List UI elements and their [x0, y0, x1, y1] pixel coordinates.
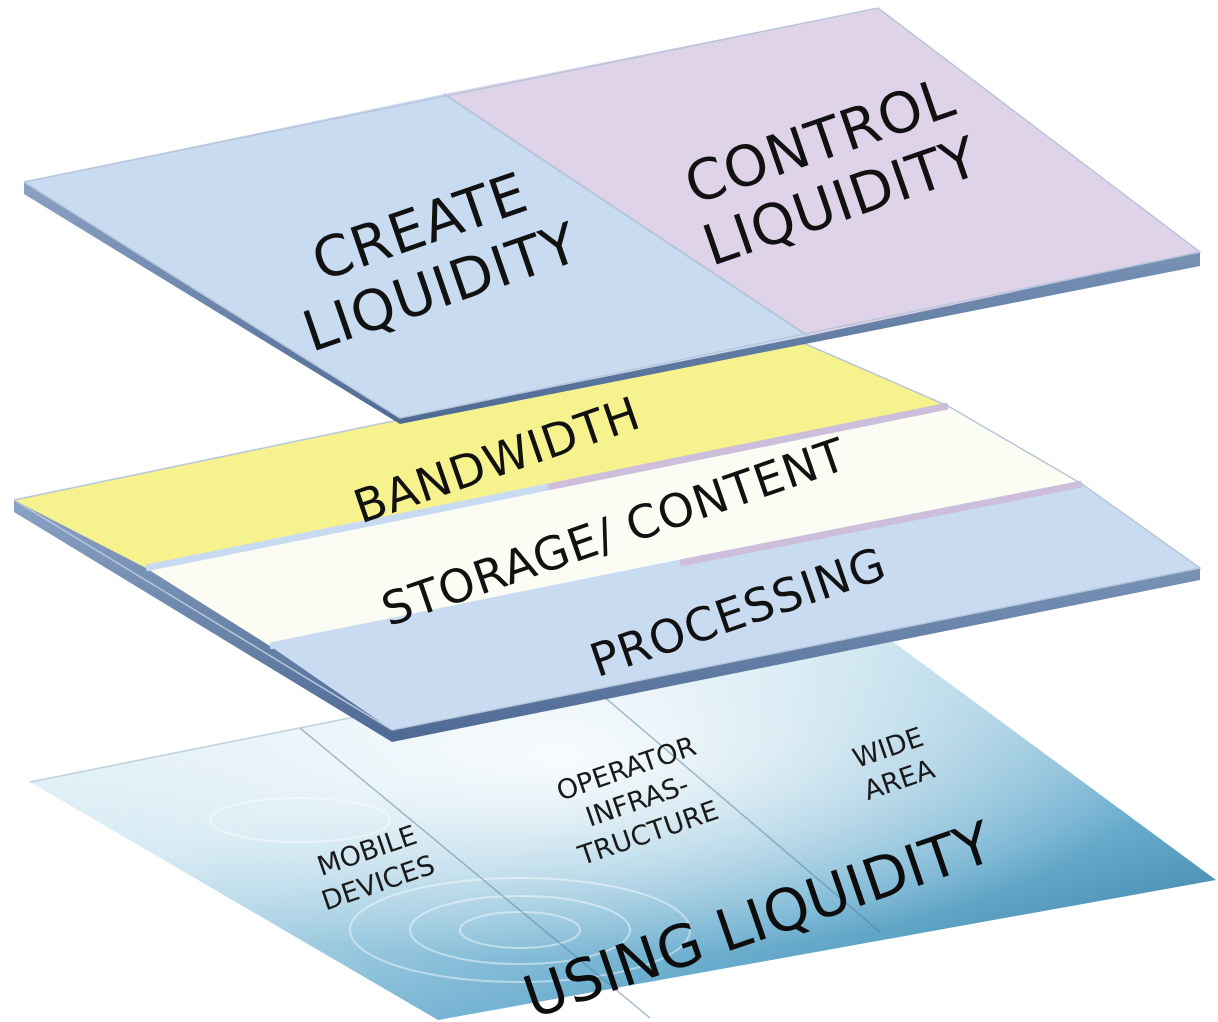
- bottom-layer: MOBILE DEVICES OPERATOR INFRAS- TRUCTURE…: [29, 615, 1216, 1022]
- create-liquidity-panel: [24, 94, 808, 418]
- separator-1a: [145, 483, 549, 572]
- bottom-layer-glow: [30, 616, 1216, 1020]
- bottom-divider-1: [299, 727, 651, 1019]
- middle-layer: BANDWIDTH STORAGE/ CONTENT PROCESSING: [13, 337, 1202, 742]
- bottom-divider-2: [574, 671, 881, 933]
- separator-2a: [269, 559, 681, 650]
- storage-content-band: [146, 406, 1082, 646]
- control-liquidity-panel: [444, 8, 1200, 336]
- separator-1b: [547, 402, 949, 491]
- processing-band: [270, 484, 1200, 730]
- water-ripples: [209, 797, 691, 983]
- separator-2b: [679, 480, 1083, 567]
- bandwidth-band: [14, 338, 948, 568]
- top-layer-outline: [23, 7, 1202, 419]
- top-layer: CREATE LIQUIDITY CONTROL LIQUIDITY: [23, 7, 1202, 424]
- top-panel-divider: [443, 93, 809, 337]
